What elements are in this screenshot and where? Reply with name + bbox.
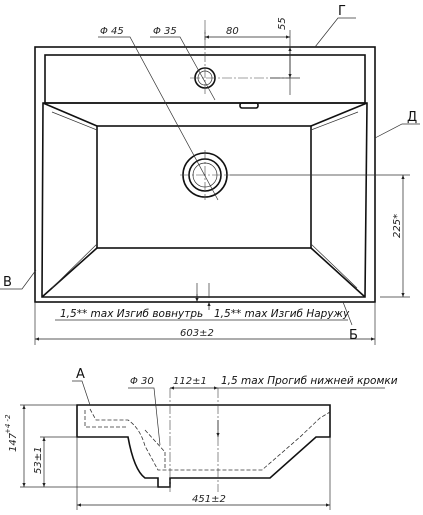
dim-451-ext xyxy=(76,437,331,510)
dim-dia35: Φ 35 xyxy=(153,26,177,37)
dim-603: 603±2 xyxy=(180,328,214,339)
dim-225: 225* xyxy=(392,214,403,238)
dim-80: 80 xyxy=(226,26,239,37)
sink-outline xyxy=(34,46,376,303)
ref-G: Г xyxy=(338,4,346,19)
side-hidden-profile xyxy=(89,408,331,471)
bowl-bevel-inner xyxy=(51,111,359,289)
dim-147-ext xyxy=(20,404,158,488)
dia35-leader xyxy=(150,36,216,101)
note-deflection: 1,5 max Прогиб нижней кромки xyxy=(221,375,398,387)
ref-G-leader xyxy=(314,17,356,48)
bowl-rim xyxy=(41,102,368,298)
dim-225-ext xyxy=(230,174,410,298)
dim-53: 53±1 xyxy=(33,447,44,474)
ref-V-leader xyxy=(0,269,37,290)
dim-55-ext xyxy=(220,46,300,79)
dia30-leader xyxy=(128,387,161,446)
side-view: А Φ 30 112±1 1,5 max Прогиб нижней кромк… xyxy=(4,367,398,510)
dia45-leader xyxy=(98,36,219,201)
ref-D: Д xyxy=(407,110,417,125)
side-hidden-rim xyxy=(84,410,128,428)
ref-V: В xyxy=(3,275,12,290)
side-profile xyxy=(76,404,331,488)
ref-B-leader xyxy=(342,301,353,326)
dim-147: 147 xyxy=(8,432,19,452)
dim-147-tol: +4 -2 xyxy=(4,414,12,434)
tap-deck xyxy=(44,54,366,104)
ref-B: Б xyxy=(349,328,358,343)
dim-dia30: Φ 30 xyxy=(130,376,154,387)
dim-55: 55 xyxy=(277,17,288,30)
bowl-bevel-top xyxy=(42,102,368,127)
ref-A: А xyxy=(76,367,85,382)
top-view: Φ 45 Φ 35 80 55 225* 1,5** max Изгиб вов… xyxy=(0,4,420,345)
bowl-bevel-bottom xyxy=(41,247,366,298)
note-bend-out: 1,5** max Изгиб Наружу xyxy=(214,308,350,320)
overflow-slot xyxy=(239,102,259,109)
dim-451: 451±2 xyxy=(192,494,226,505)
note-bend-in: 1,5** max Изгиб вовнутрь xyxy=(60,308,203,320)
ref-D-leader xyxy=(374,123,420,139)
ref-A-leader xyxy=(72,380,91,406)
dim-112: 112±1 xyxy=(173,376,207,387)
side-drain-hidden xyxy=(144,429,166,470)
bowl-bottom xyxy=(96,125,312,249)
dim-dia45: Φ 45 xyxy=(100,26,124,37)
